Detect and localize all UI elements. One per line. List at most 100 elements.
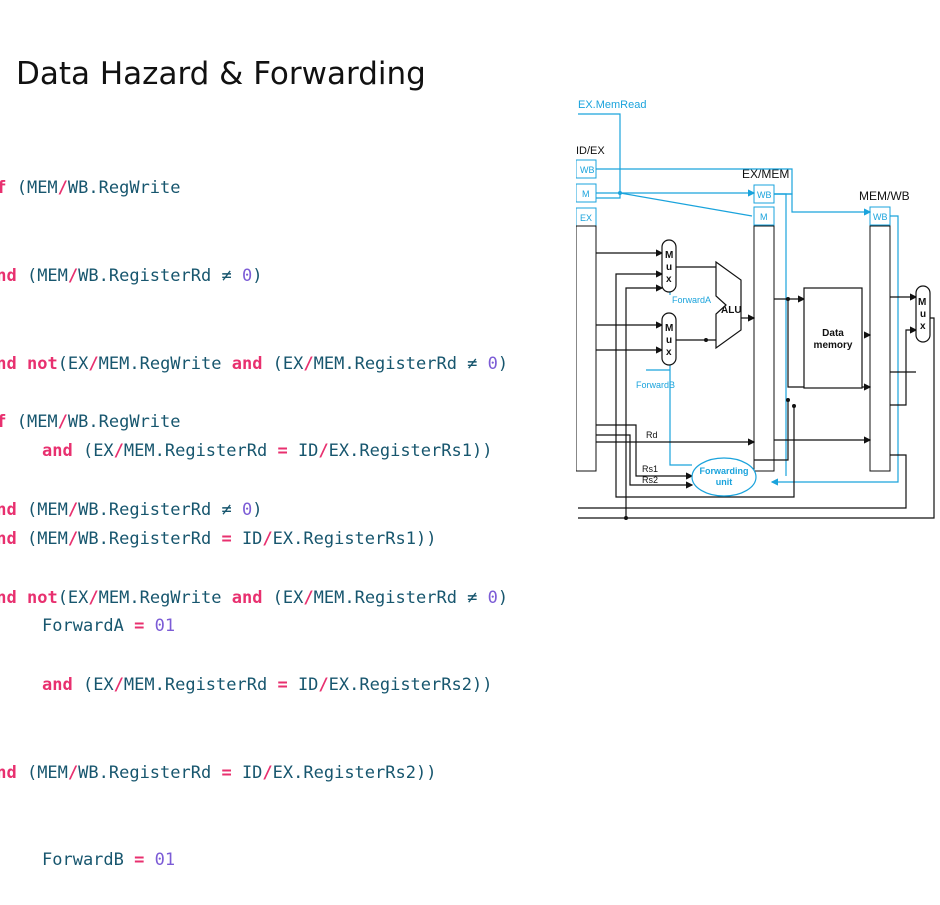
alu: ALU [715, 260, 742, 350]
code-text: ) [252, 500, 263, 520]
slash-operator: / [57, 178, 68, 199]
keyword: if [0, 178, 7, 199]
code-text: ID [231, 762, 263, 783]
keyword: and [231, 353, 263, 374]
space [477, 588, 487, 608]
code-line: and (EX/MEM.RegisterRd = ID/EX.RegisterR… [0, 437, 508, 466]
equals-operator: = [277, 441, 288, 462]
code-text: EX.RegisterRs2)) [328, 675, 493, 696]
mux-b: M u x [661, 312, 677, 366]
code-text: (EX [57, 587, 89, 608]
not-equal-operator: ≠ [221, 266, 232, 286]
mux-letter: x [920, 321, 926, 332]
forwardA-label: ForwardA [672, 295, 711, 305]
code-text: ForwardB [42, 850, 135, 871]
slash-operator: / [318, 441, 329, 462]
keyword: and [0, 500, 17, 520]
rd-label: Rd [646, 430, 658, 440]
wb-label: WB [580, 165, 595, 175]
mux-a: M u x [661, 239, 677, 293]
slash-operator: / [67, 266, 79, 286]
code-text: ) [497, 353, 509, 374]
code-text: EX.RegisterRs2)) [272, 762, 437, 783]
forwarding-unit-label: unit [716, 477, 733, 487]
wb-label: WB [873, 212, 888, 222]
number: 0 [241, 500, 253, 520]
number: 0 [487, 353, 498, 374]
forwarding-unit-label: Forwarding [700, 466, 749, 476]
ex-mem-label: EX/MEM [742, 167, 789, 181]
keyword: and [42, 441, 73, 462]
mux-letter: u [920, 309, 926, 320]
code-text: (MEM [16, 762, 68, 783]
keyword: and [0, 587, 17, 608]
number: 0 [487, 587, 498, 608]
code-text: MEM.RegWrite [98, 353, 232, 374]
keyword: not [26, 353, 58, 374]
code-text: WB.RegWrite [67, 178, 181, 199]
code-text: MEM.RegWrite [98, 587, 232, 608]
code-line: if (MEM/WB.RegWrite [0, 408, 508, 437]
code-text: ) [497, 587, 509, 608]
code-text: MEM.RegisterRd [313, 587, 468, 608]
equals-operator: = [277, 675, 288, 696]
code-line: ForwardB = 01 [0, 846, 508, 875]
code-text: (EX [72, 441, 114, 462]
mem-wb-register: WB [869, 206, 891, 472]
rs2-label: Rs2 [642, 475, 658, 485]
code-text: ) [252, 266, 263, 286]
slash-operator: / [318, 675, 329, 696]
keyword: and [0, 353, 17, 374]
alu-label: ALU [721, 305, 742, 316]
junction-dot [618, 191, 622, 195]
keyword: if [0, 412, 7, 433]
keyword: and [0, 762, 17, 783]
code-text: ID [287, 675, 319, 696]
number: 0 [241, 266, 253, 286]
m-label: M [760, 212, 768, 222]
code-line: and not(EX/MEM.RegWrite and (EX/MEM.Regi… [0, 584, 508, 613]
not-equal-operator: ≠ [221, 500, 232, 520]
code-text: WB.RegisterRd [78, 762, 222, 783]
slash-operator: / [88, 353, 99, 374]
code-text: (EX [262, 587, 304, 608]
not-equal-operator: ≠ [467, 587, 478, 608]
mux-letter: M [918, 297, 926, 308]
code-text: ID [287, 441, 319, 462]
mux-letter: x [666, 274, 672, 285]
code-text: (MEM [16, 266, 68, 286]
mem-wb-label: MEM/WB [859, 189, 910, 203]
id-ex-label: ID/EX [576, 145, 605, 157]
code-line: and (MEM/WB.RegisterRd ≠ 0) [0, 496, 508, 525]
slash-operator: / [303, 587, 314, 608]
number: 01 [154, 850, 176, 871]
keyword: and [231, 587, 263, 608]
id-ex-register: WB M EX [576, 159, 597, 472]
space [144, 850, 154, 870]
space [232, 266, 242, 286]
forwardB-label: ForwardB [636, 380, 675, 390]
mux-letter: u [666, 335, 672, 346]
forwardB-condition-code: if (MEM/WB.RegWrite and (MEM/WB.Register… [0, 350, 508, 905]
code-text: (MEM [6, 178, 58, 199]
space [232, 500, 242, 520]
forwarding-datapath-diagram: EX.MemRead ID/EX EX/MEM MEM/WB WB M EX W… [576, 99, 935, 520]
m-label: M [582, 189, 590, 199]
datapath-wires [578, 249, 935, 519]
code-text: (EX [262, 353, 304, 374]
code-text: (EX [57, 353, 89, 374]
writeback-mux: M u x [915, 285, 931, 343]
ex-label: EX [580, 213, 592, 223]
wb-label: WB [757, 190, 772, 200]
data-memory: Data memory [803, 287, 863, 389]
forwarding-unit: Forwarding unit [691, 457, 757, 497]
data-memory-label: Data [822, 328, 844, 339]
memread-label: EX.MemRead [578, 99, 646, 111]
code-text: MEM.RegisterRd [123, 441, 278, 462]
code-text: (MEM [16, 500, 68, 520]
code-line: and not(EX/MEM.RegWrite and (EX/MEM.Regi… [0, 350, 508, 379]
code-text: EX.RegisterRs1)) [328, 441, 493, 462]
code-text: WB.RegWrite [67, 412, 181, 433]
slash-operator: / [113, 675, 124, 696]
code-text: WB.RegisterRd [78, 500, 222, 520]
